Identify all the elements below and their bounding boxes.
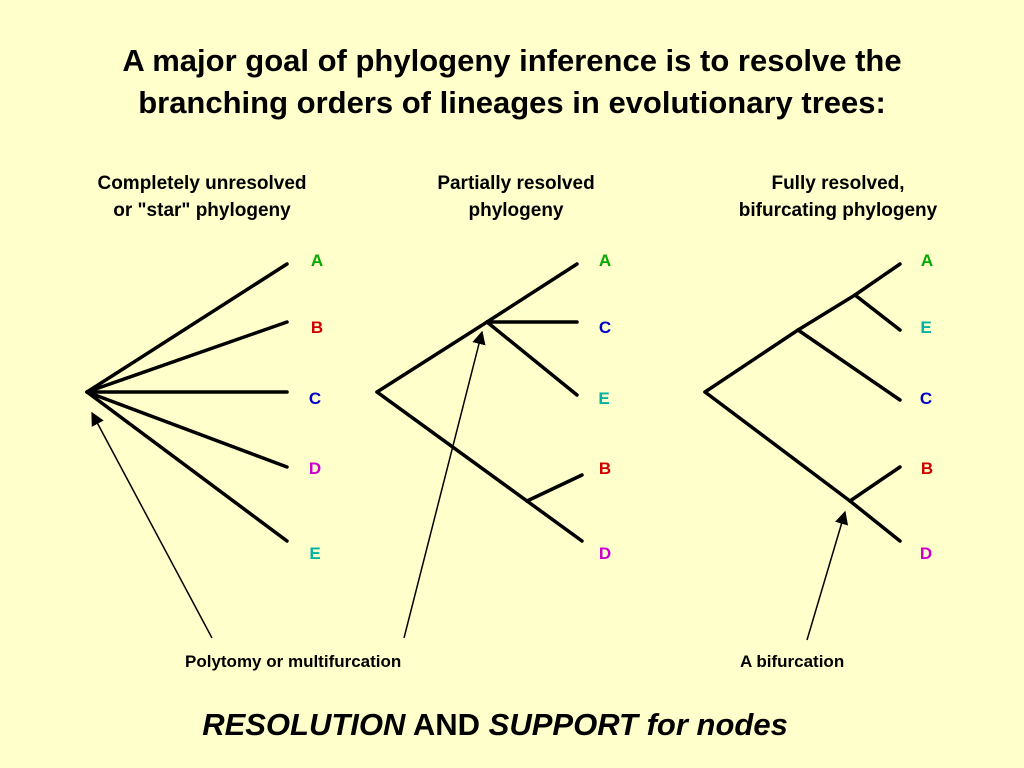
partial-root-upper [375,320,489,394]
star-branch-e [85,390,289,543]
heading-partial-line-2: phylogeny [468,200,564,221]
heading-star-line-1: Completely unresolved [97,173,307,194]
partial-branch-d [525,499,584,543]
bifurcation-caption: A bifurcation [740,652,845,671]
heading-full-line-1: Fully resolved, [771,173,905,194]
full-root-upper [703,328,800,394]
tree-full [703,262,902,543]
partial-leaf-5: D [599,544,611,563]
full-leaf-5: D [920,544,932,563]
footer-heading: RESOLUTION AND SUPPORT for nodes [0,707,990,743]
tree-star [85,262,289,543]
full-branch-c [796,328,902,402]
arrow-to-polytomy-partial [403,330,486,639]
star-leaf-1: A [311,251,323,270]
partial-branch-a [485,262,579,324]
heading-star-line-2: or "star" phylogeny [113,200,291,221]
star-branch-d [85,390,289,469]
full-leaf-1: A [921,251,933,270]
title-line-2: branching orders of lineages in evolutio… [138,85,886,120]
star-leaf-2: B [311,318,323,337]
heading-full-phylogeny: Fully resolved, bifurcating phylogeny [698,170,978,224]
footer-and: AND [405,707,489,742]
footer-resolution: RESOLUTION [202,707,406,742]
tree-partial [375,262,584,543]
star-branch-a [85,262,289,394]
full-internal-ae [796,293,857,332]
full-leaf-3: C [920,389,932,408]
star-branch-b [85,320,289,394]
heading-partial-line-1: Partially resolved [437,173,595,194]
heading-star-phylogeny: Completely unresolved or "star" phylogen… [62,170,342,224]
partial-branch-e [485,320,579,397]
full-branch-b [848,465,902,503]
tree-full-leaf-labels: A E C B D [920,251,933,563]
slide-title: A major goal of phylogeny inference is t… [40,40,984,124]
tree-partial-leaf-labels: A C E B D [598,251,611,563]
callout-arrows [91,330,849,641]
full-branch-e [853,293,902,332]
full-leaf-2: E [920,318,931,337]
arrow-to-polytomy-star [91,411,213,639]
partial-leaf-4: B [599,459,611,478]
star-leaf-5: E [309,544,320,563]
heading-partial-phylogeny: Partially resolved phylogeny [386,170,646,224]
full-leaf-4: B [921,459,933,478]
partial-leaf-2: C [599,318,611,337]
partial-branch-b [525,473,584,503]
full-branch-a [853,262,902,297]
footer-support: SUPPORT for nodes [488,707,788,742]
partial-leaf-1: A [599,251,611,270]
full-branch-d [848,499,902,543]
partial-root-lower [375,390,529,503]
title-line-1: A major goal of phylogeny inference is t… [122,43,902,78]
polytomy-caption: Polytomy or multifurcation [185,652,402,671]
full-root-lower [703,390,852,503]
star-leaf-3: C [309,389,321,408]
heading-full-line-2: bifurcating phylogeny [738,200,938,221]
tree-star-leaf-labels: A B C D E [309,251,323,563]
arrow-to-bifurcation [806,510,849,641]
partial-leaf-3: E [598,389,609,408]
star-leaf-4: D [309,459,321,478]
